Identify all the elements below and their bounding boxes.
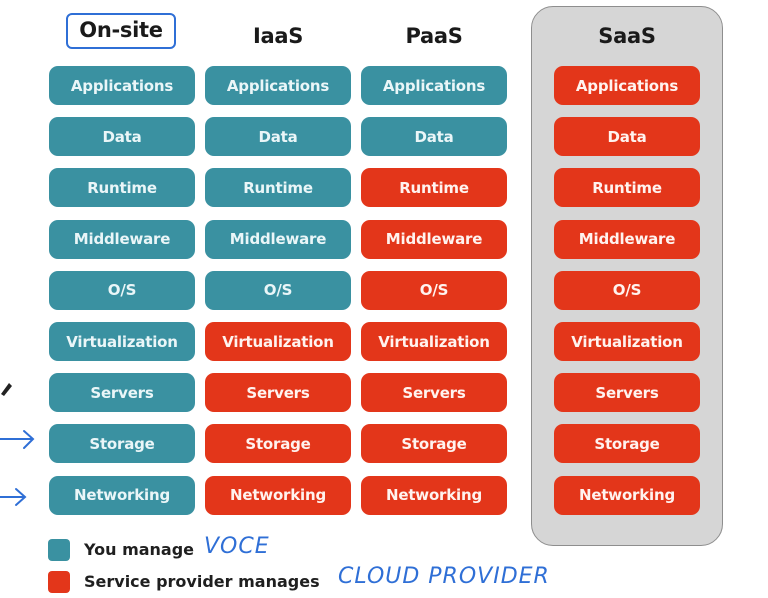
layer-tile-applications: Applications [554, 66, 700, 105]
layer-tile-servers: Servers [49, 373, 195, 413]
layer-tile-data: Data [361, 117, 507, 157]
layer-tile-virtualization: Virtualization [49, 322, 195, 361]
layer-tile-middleware: Middleware [205, 219, 351, 259]
layer-tile-applications: Applications [49, 66, 195, 105]
layer-tile-virtualization: Virtualization [554, 322, 700, 361]
layer-tile-runtime: Runtime [361, 168, 507, 208]
layer-tile-virtualization: Virtualization [361, 322, 507, 361]
layer-tile-virtualization: Virtualization [205, 322, 351, 361]
column-title: On-site [66, 13, 176, 49]
layer-tile-middleware: Middleware [361, 219, 507, 259]
layer-tile-o-s: O/S [205, 270, 351, 310]
layer-tile-middleware: Middleware [49, 219, 195, 259]
layer-tile-runtime: Runtime [205, 168, 351, 208]
layer-tile-networking: Networking [554, 475, 700, 515]
layer-tile-servers: Servers [205, 373, 351, 413]
layer-tile-runtime: Runtime [554, 168, 700, 208]
column-title: IaaS [252, 24, 304, 48]
layer-tile-o-s: O/S [554, 270, 700, 310]
handwritten-note-cloud-provider: CLOUD PROVIDER [338, 564, 550, 589]
column-title: PaaS [405, 24, 463, 48]
handwritten-note-voce: VOCE [204, 534, 270, 559]
pen-cursor-icon [1, 383, 12, 396]
legend-label-provider: Service provider manages [84, 572, 320, 591]
layer-tile-data: Data [205, 117, 351, 157]
layer-tile-servers: Servers [554, 373, 700, 413]
layer-tile-storage: Storage [205, 424, 351, 464]
layer-tile-o-s: O/S [361, 270, 507, 310]
layer-tile-applications: Applications [205, 66, 351, 105]
arrow-storage-icon [0, 430, 35, 449]
layer-tile-storage: Storage [361, 424, 507, 464]
legend-swatch-provider [48, 571, 70, 593]
layer-tile-middleware: Middleware [554, 219, 700, 259]
layer-tile-runtime: Runtime [49, 168, 195, 208]
layer-tile-applications: Applications [361, 66, 507, 105]
layer-tile-networking: Networking [49, 475, 195, 515]
layer-tile-data: Data [554, 117, 700, 157]
legend-label-you: You manage [84, 540, 195, 559]
column-title: SaaS [598, 24, 656, 48]
layer-tile-storage: Storage [49, 424, 195, 464]
layer-tile-data: Data [49, 117, 195, 157]
legend-swatch-you [48, 539, 70, 561]
layer-tile-o-s: O/S [49, 270, 195, 310]
layer-tile-storage: Storage [554, 424, 700, 464]
arrow-networking-icon [0, 488, 27, 506]
layer-tile-networking: Networking [361, 475, 507, 515]
layer-tile-servers: Servers [361, 373, 507, 413]
layer-tile-networking: Networking [205, 475, 351, 515]
